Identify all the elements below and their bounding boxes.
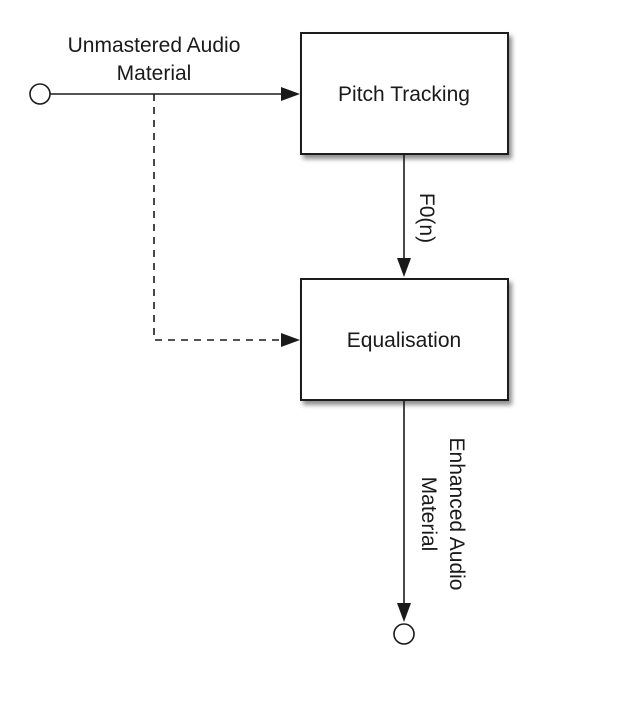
- input-label-line2: Material: [117, 62, 192, 85]
- output-arrowhead: [397, 603, 411, 622]
- output-label-line1: Enhanced Audio: [445, 438, 468, 591]
- input-label-line1: Unmastered Audio: [68, 34, 241, 57]
- bypass-dashed-line: [153, 94, 282, 341]
- f0-label: F0(n): [415, 193, 438, 243]
- input-arrowhead: [281, 87, 300, 101]
- equalisation-block: [300, 278, 509, 401]
- input-terminal: [29, 83, 51, 105]
- output-label-line2: Material: [417, 477, 440, 552]
- equalisation-label: Equalisation: [347, 329, 461, 352]
- pitch-tracking-label: Pitch Tracking: [338, 83, 470, 106]
- f0-arrowhead: [397, 258, 411, 277]
- output-terminal: [393, 623, 415, 645]
- bypass-arrowhead: [281, 333, 300, 347]
